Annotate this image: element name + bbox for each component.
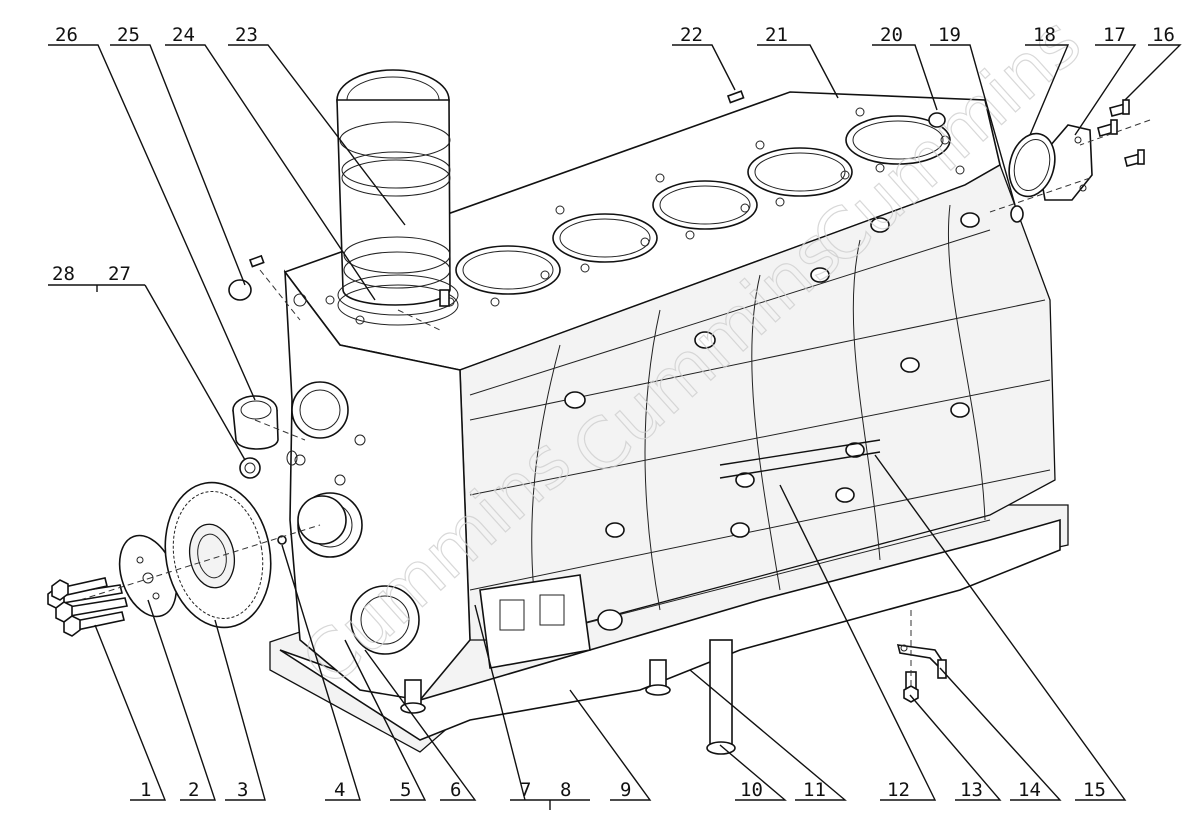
callout-23: 23: [235, 24, 258, 46]
callout-21: 21: [765, 24, 788, 46]
cylinder-block: [269, 91, 1069, 755]
callout-labels: 26 25 24 23 22 21 20 19 18 17 16 28 27 1…: [52, 24, 1175, 801]
callout-3: 3: [237, 779, 248, 801]
callout-6: 6: [450, 779, 461, 801]
callout-10: 10: [740, 779, 763, 801]
nozzle-bolt: [903, 671, 919, 703]
callout-27: 27: [108, 263, 131, 285]
callout-1: 1: [140, 779, 151, 801]
dowel-pin: [726, 90, 745, 104]
callout-13: 13: [960, 779, 983, 801]
callout-24: 24: [172, 24, 195, 46]
idler-gear: [164, 481, 272, 629]
front-bolts: [47, 577, 128, 637]
callout-17: 17: [1103, 24, 1126, 46]
callout-16: 16: [1152, 24, 1175, 46]
callout-26: 26: [55, 24, 78, 46]
callout-2: 2: [188, 779, 199, 801]
callout-18: 18: [1033, 24, 1056, 46]
callout-9: 9: [620, 779, 631, 801]
callout-19: 19: [938, 24, 961, 46]
callout-5: 5: [400, 779, 411, 801]
callout-28: 28: [52, 263, 75, 285]
callout-22: 22: [680, 24, 703, 46]
deck-plug: [928, 112, 946, 128]
assembly-lines: [79, 119, 1151, 690]
dowel-plug-25: [228, 254, 265, 301]
liner-dowel: [439, 289, 450, 307]
callout-25: 25: [117, 24, 140, 46]
cylinder-liner: [336, 69, 459, 326]
rear-bolts: [1097, 99, 1145, 167]
rear-plug: [1010, 205, 1024, 223]
callout-11: 11: [803, 779, 826, 801]
callout-7: 7: [520, 779, 531, 801]
callout-20: 20: [880, 24, 903, 46]
camshaft-bushing: [232, 395, 279, 450]
rear-gasket: [1008, 132, 1056, 198]
callout-leaders: [48, 44, 1182, 810]
expansion-plug: [239, 450, 298, 479]
callout-15: 15: [1083, 779, 1106, 801]
callout-14: 14: [1018, 779, 1041, 801]
callout-12: 12: [887, 779, 910, 801]
front-hub: [297, 495, 347, 545]
plug: [277, 535, 287, 545]
callout-8: 8: [560, 779, 571, 801]
callout-4: 4: [334, 779, 345, 801]
